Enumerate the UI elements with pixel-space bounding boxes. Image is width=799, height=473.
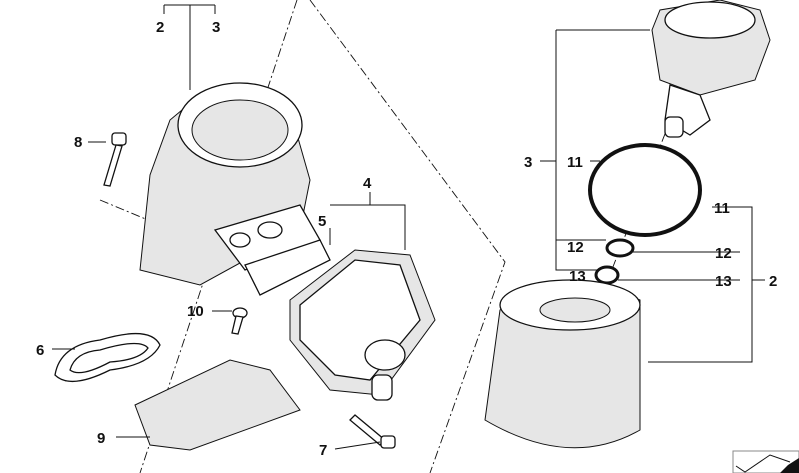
- filter-cap: [651, 0, 771, 138]
- oil-cooler: [289, 249, 436, 401]
- bolt-7: [349, 414, 396, 449]
- callout-3: 3: [212, 19, 220, 36]
- gasket-6-inner: [69, 342, 149, 374]
- bracket-9: [134, 359, 301, 451]
- callout-8: 8: [74, 134, 82, 151]
- callout-11-right: 11: [714, 200, 730, 217]
- callout-13-right: 13: [715, 273, 732, 290]
- callout-7: 7: [319, 442, 327, 459]
- diagram-symbol-icon: [732, 450, 799, 473]
- callout-11-left: 11: [567, 154, 583, 171]
- callout-5: 5: [318, 213, 326, 230]
- callout-12-right: 12: [715, 245, 732, 262]
- callout-12-left: 12: [567, 239, 584, 256]
- callout-4: 4: [363, 175, 372, 192]
- seal-ring-13: [594, 265, 620, 285]
- callout-6: 6: [36, 342, 44, 359]
- callout-10: 10: [187, 303, 204, 320]
- callout-13-left: 13: [569, 268, 586, 285]
- seal-ring-12: [605, 238, 635, 258]
- seal-ring-11: [588, 143, 702, 237]
- callout-9: 9: [97, 430, 105, 447]
- bolt-8: [103, 132, 127, 187]
- gasket-5: [244, 239, 331, 296]
- callout-2: 2: [156, 19, 164, 36]
- callout-2-right: 2: [769, 273, 777, 290]
- bolt-10: [231, 307, 248, 335]
- callout-3-right: 3: [524, 154, 532, 171]
- leader-lines: [52, 4, 765, 450]
- filter-element: [484, 279, 641, 449]
